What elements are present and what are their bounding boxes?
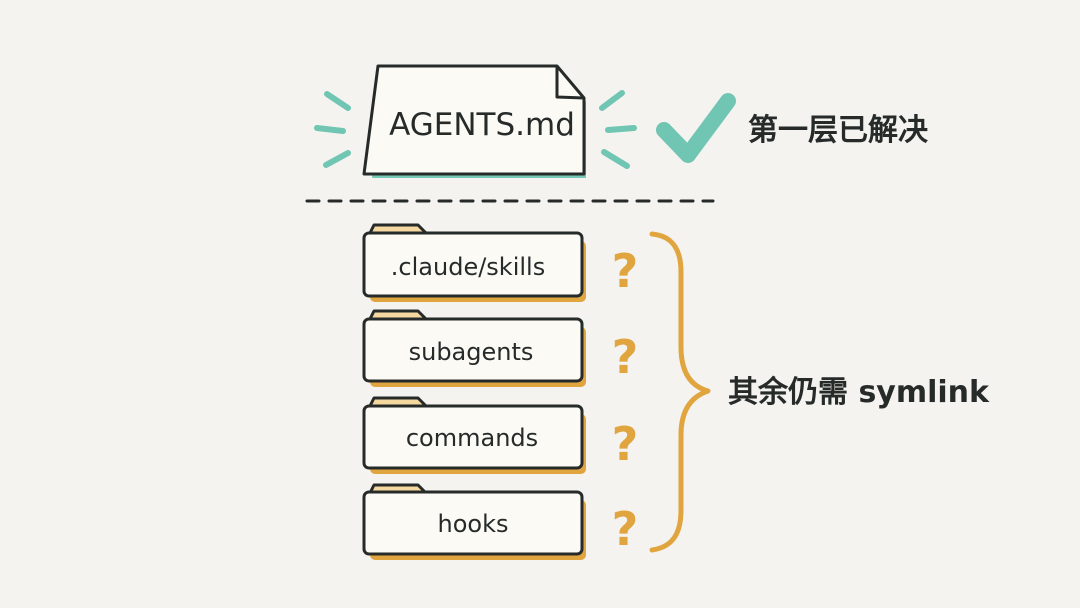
document-label: AGENTS.md (389, 107, 575, 143)
folder-label: .claude/skills (391, 253, 545, 281)
sparkle-mark (323, 150, 351, 168)
folder-tab (368, 223, 428, 235)
sparkle-mark (599, 90, 625, 111)
folder-icon (362, 490, 584, 556)
folder-icon (362, 317, 584, 383)
question-mark-icon: ? (612, 502, 639, 556)
folder-label: subagents (409, 338, 534, 366)
sparkle-mark (324, 91, 351, 111)
document-fold (555, 66, 585, 100)
remaining-status-text: 其余仍需 symlink (728, 375, 990, 410)
folder-label: commands (406, 424, 538, 452)
sparkle-mark (601, 149, 630, 169)
solved-status-text: 第一层已解决 (748, 113, 928, 148)
folder-label: hooks (438, 510, 509, 538)
folder-item-hooks: hooks ? (362, 483, 639, 560)
folder-item-claude-skills: .claude/skills ? (362, 223, 639, 302)
question-mark-icon: ? (612, 330, 639, 384)
sparkle-mark (314, 125, 346, 134)
question-mark-icon: ? (612, 417, 639, 471)
right-curly-brace-icon (649, 231, 711, 553)
file-document-icon (362, 64, 586, 176)
folder-item-commands: commands ? (362, 396, 639, 474)
agents-document: AGENTS.md (362, 64, 586, 178)
document-sparkles (314, 90, 637, 169)
folder-icon (362, 231, 584, 298)
question-mark-icon: ? (612, 244, 639, 298)
folder-item-subagents: subagents ? (362, 309, 639, 387)
check-icon (656, 93, 736, 163)
sparkle-mark (605, 125, 637, 133)
folder-tab (368, 396, 428, 408)
folder-icon (362, 404, 584, 470)
folder-tab (368, 309, 428, 321)
